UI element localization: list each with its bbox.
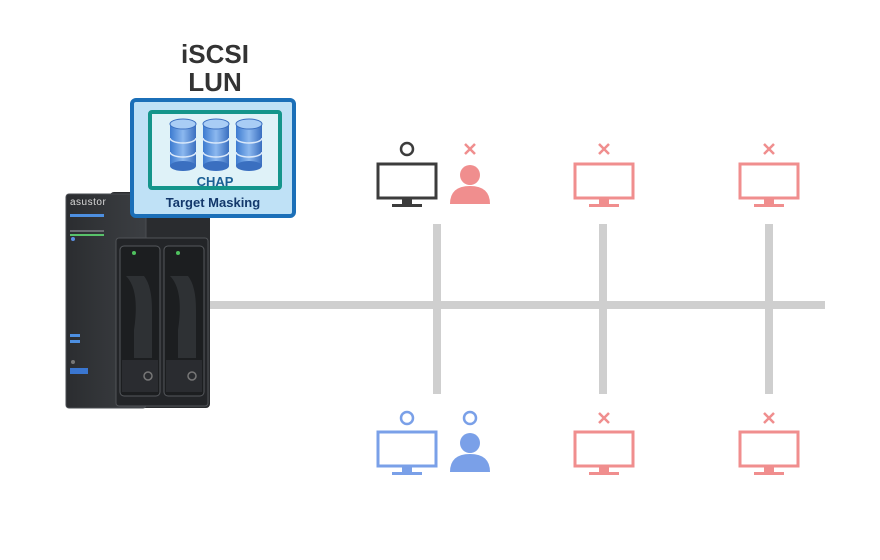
user-icon <box>450 165 490 204</box>
user-icon <box>450 433 490 472</box>
monitor-icon <box>573 430 635 475</box>
lun-title-line2: LUN <box>188 67 242 97</box>
network-drop-2 <box>599 224 607 394</box>
network-drop-3 <box>765 224 773 394</box>
monitor-icon <box>376 162 438 207</box>
denied-x-icon <box>464 143 476 155</box>
database-icon <box>169 118 263 171</box>
allowed-circle-icon <box>399 410 415 426</box>
chap-label: CHAP <box>196 174 234 189</box>
chap-box: CHAP <box>148 110 282 190</box>
denied-x-icon <box>598 412 610 424</box>
monitor-icon <box>376 430 438 475</box>
allowed-circle-icon <box>462 410 478 426</box>
nas-device-illustration <box>65 192 210 409</box>
monitor-icon <box>573 162 635 207</box>
allowed-circle-icon <box>399 141 415 157</box>
denied-x-icon <box>763 412 775 424</box>
network-drop-1 <box>433 224 441 394</box>
nas-brand-label: asustor <box>70 197 107 208</box>
target-masking-label: Target Masking <box>165 195 261 210</box>
lun-title-line1: iSCSI <box>181 39 249 69</box>
monitor-icon <box>738 162 800 207</box>
monitor-icon <box>738 430 800 475</box>
denied-x-icon <box>598 143 610 155</box>
network-backbone <box>205 301 825 309</box>
target-masking-box: CHAP Target Masking <box>130 98 296 218</box>
denied-x-icon <box>763 143 775 155</box>
nas-device <box>64 190 214 412</box>
